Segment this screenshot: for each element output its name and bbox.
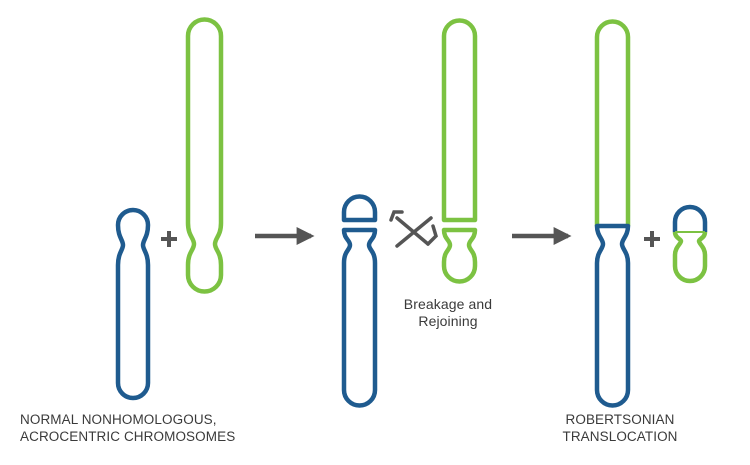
normal-label-line2: ACROCENTRIC CHROMOSOMES xyxy=(20,429,236,444)
crossed-arrows-icon xyxy=(389,210,438,248)
breakage-label-line1: Breakage and xyxy=(403,296,493,312)
green-long-arm-fragment xyxy=(441,18,478,223)
small-reciprocal-chromosome-blue xyxy=(672,204,708,232)
robertsonian-label-line1: ROBERTSONIAN xyxy=(565,412,675,427)
robertsonian-label-line2: TRANSLOCATION xyxy=(562,429,678,444)
blue-long-arm-fragment xyxy=(341,227,378,408)
robertsonian-label: ROBERTSONIAN TRANSLOCATION xyxy=(540,411,700,445)
normal-label-line1: NORMAL NONHOMOLOGOUS, xyxy=(20,412,217,427)
breakage-label: Breakage and Rejoining xyxy=(388,296,508,330)
green-short-arm-fragment xyxy=(441,227,478,284)
normal-chromosomes-label: NORMAL NONHOMOLOGOUS, ACROCENTRIC CHROMO… xyxy=(20,411,270,445)
plus-icon xyxy=(644,231,660,247)
blue-short-arm-fragment xyxy=(341,194,378,223)
plus-icon xyxy=(161,231,177,247)
normal-blue-chromosome xyxy=(115,207,151,401)
breakage-label-line2: Rejoining xyxy=(418,313,478,329)
translocation-chromosome-blue-arm xyxy=(594,223,631,408)
translocation-chromosome-green-arm xyxy=(594,19,631,226)
normal-green-chromosome xyxy=(185,17,224,294)
small-reciprocal-chromosome-green xyxy=(672,231,708,284)
